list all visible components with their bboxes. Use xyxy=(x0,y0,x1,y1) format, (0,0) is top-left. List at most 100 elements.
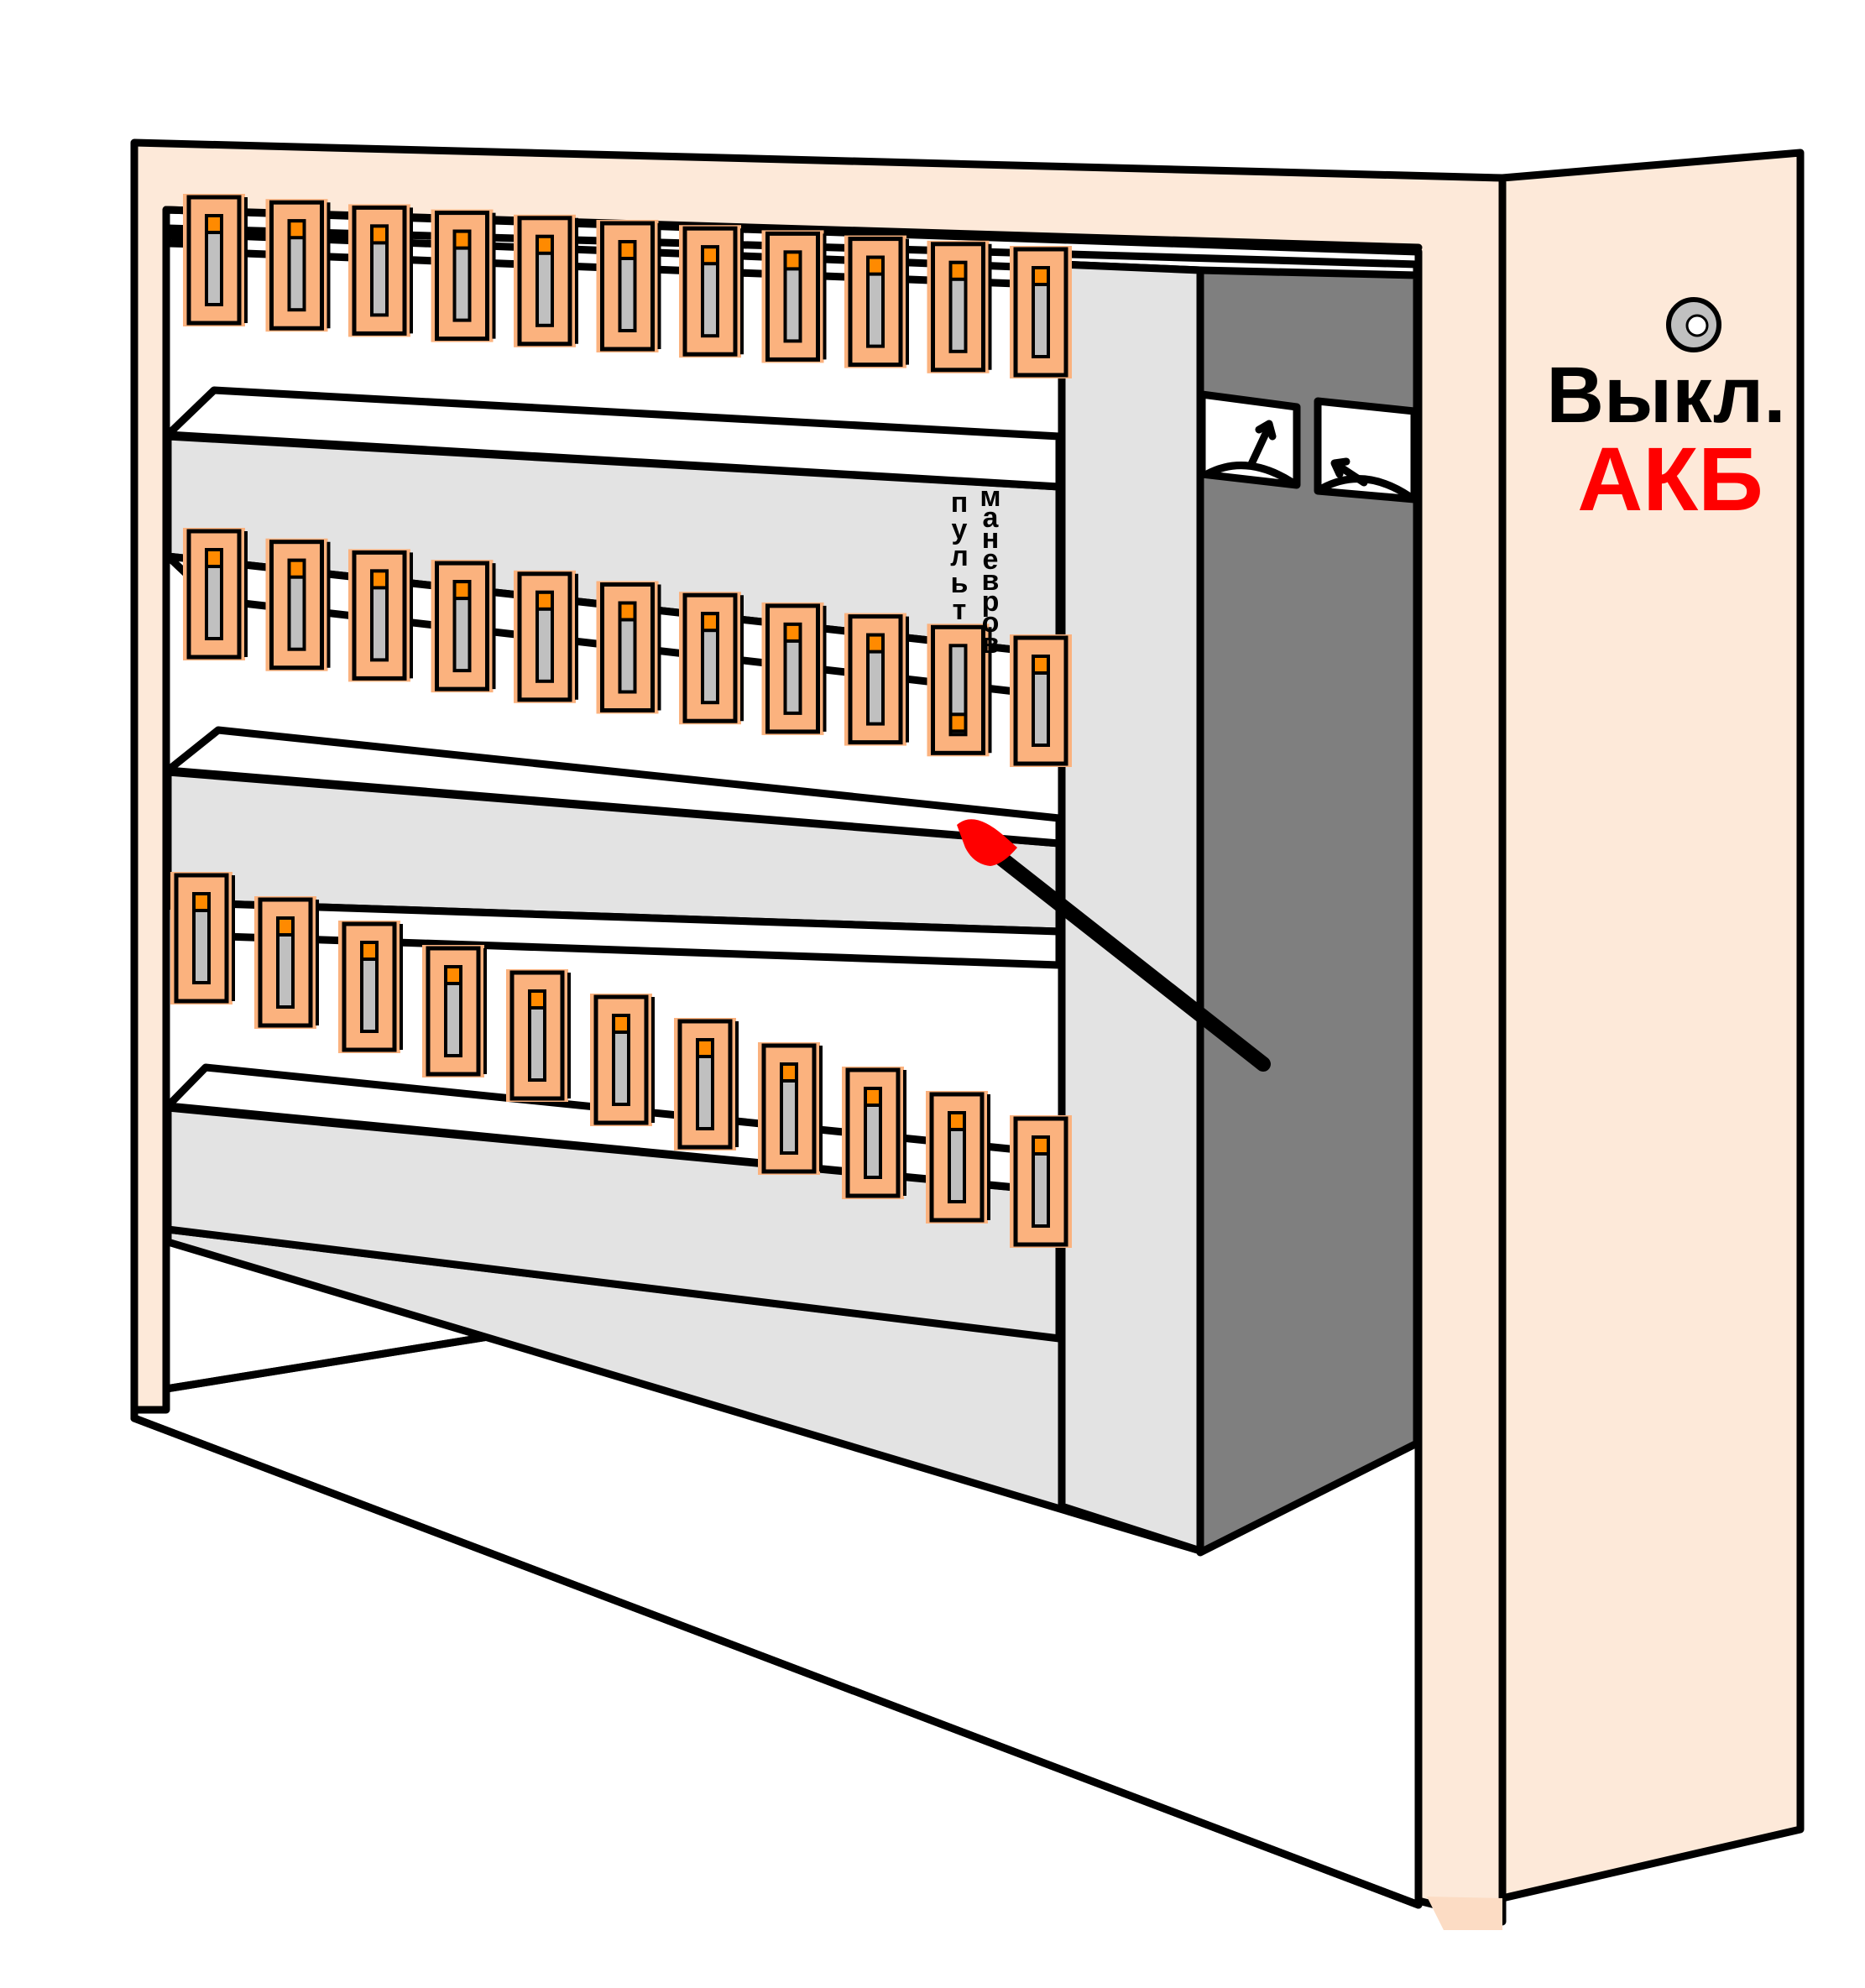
toggle-switch-icon[interactable] xyxy=(348,204,413,337)
console-label-char: в xyxy=(982,628,1000,660)
switch-frame xyxy=(186,529,242,660)
switch-frame xyxy=(929,1092,985,1223)
switch-frame xyxy=(352,550,407,681)
switch-frame xyxy=(761,1043,817,1174)
gauge-left xyxy=(1198,390,1301,489)
toggle-switch-icon[interactable] xyxy=(265,199,331,332)
pointer-stick-icon xyxy=(957,819,1271,1072)
console-label-char: м xyxy=(980,481,1000,513)
cabinet-side-panel xyxy=(1498,149,1805,1902)
console-label-char: н xyxy=(982,523,1000,555)
switch-frame xyxy=(1013,1116,1068,1247)
toggle-switch-icon[interactable] xyxy=(254,896,319,1029)
toggle-switch-icon[interactable] xyxy=(348,549,413,682)
switch-indicator xyxy=(192,892,211,912)
switch-indicator xyxy=(205,548,223,568)
switch-indicator xyxy=(948,260,968,281)
switch-indicator xyxy=(866,255,885,276)
switch-frame xyxy=(765,603,820,734)
switch-indicator xyxy=(612,1014,630,1034)
switch-indicator xyxy=(701,245,719,266)
switch-indicator xyxy=(864,1087,882,1107)
switch-indicator xyxy=(452,229,472,250)
switch-indicator xyxy=(287,558,306,579)
switch-indicator xyxy=(205,214,223,234)
toggle-switch-icon[interactable] xyxy=(431,560,496,693)
switch-frame xyxy=(269,540,324,670)
toggle-switch-icon[interactable] xyxy=(758,1042,823,1175)
console-label-char: т xyxy=(953,594,967,626)
switch-body xyxy=(948,644,968,737)
switch-indicator xyxy=(618,240,637,260)
toggle-switch-icon[interactable] xyxy=(761,602,827,735)
toggle-switch-icon[interactable] xyxy=(761,230,827,363)
gauge-right xyxy=(1314,397,1418,504)
front-panel-vertical-strip xyxy=(1058,260,1204,1555)
switch-rows xyxy=(170,194,1072,1248)
switch-frame xyxy=(1013,635,1068,766)
toggle-switch-icon[interactable] xyxy=(506,969,571,1102)
switch-indicator xyxy=(360,941,379,961)
switch-row-2 xyxy=(183,528,1072,767)
switch-indicator xyxy=(866,633,885,654)
switch-frame xyxy=(426,946,481,1077)
toggle-switch-icon[interactable] xyxy=(844,235,909,368)
switch-frame xyxy=(931,242,985,373)
toggle-switch-icon[interactable] xyxy=(1010,634,1072,767)
toggle-switch-icon[interactable] xyxy=(170,872,235,1004)
cabinet-side-bottom-shade xyxy=(1427,1897,1502,1930)
toggle-switch-icon[interactable] xyxy=(183,194,248,326)
toggle-switch-icon[interactable] xyxy=(679,592,744,725)
switch-frame xyxy=(677,1019,733,1150)
toggle-switch-icon[interactable] xyxy=(844,613,909,746)
console-label-char: а xyxy=(983,502,1000,534)
switch-indicator xyxy=(535,234,554,255)
switch-frame xyxy=(435,211,489,342)
console-label-char: п xyxy=(951,487,969,519)
toggle-switch-icon[interactable] xyxy=(596,581,661,714)
knob-inner xyxy=(1685,314,1709,337)
switch-indicator xyxy=(287,219,306,240)
toggle-switch-icon[interactable] xyxy=(183,528,248,660)
toggle-switch-icon[interactable] xyxy=(1010,246,1072,378)
toggle-switch-icon[interactable] xyxy=(338,921,403,1053)
switch-row-3 xyxy=(170,872,1072,1248)
toggle-switch-icon[interactable] xyxy=(514,214,578,347)
switch-frame xyxy=(931,624,985,755)
toggle-switch-icon[interactable] xyxy=(674,1018,739,1151)
switch-frame xyxy=(600,582,655,712)
toggle-switch-icon[interactable] xyxy=(590,994,655,1126)
switch-indicator xyxy=(696,1038,714,1058)
console-label-char: р xyxy=(982,586,1000,618)
pointer-stick-tip xyxy=(957,819,1017,866)
toggle-switch-icon[interactable] xyxy=(422,945,487,1077)
switch-frame xyxy=(1013,247,1068,378)
switch-frame xyxy=(186,195,242,326)
cabinet-floor-back-edge xyxy=(162,1330,508,1393)
switch-frame xyxy=(765,231,820,362)
toggle-switch-icon[interactable] xyxy=(596,220,661,352)
toggle-switch-icon[interactable] xyxy=(265,538,331,671)
switch-indicator xyxy=(370,224,389,245)
pointer-stick-shaft xyxy=(993,850,1271,1072)
ledge-row-1-bottom xyxy=(164,386,1063,491)
toggle-switch-icon[interactable] xyxy=(926,1091,990,1224)
battery-label: АКБ xyxy=(1577,428,1763,530)
ledge-row-2-bottom xyxy=(164,726,1063,848)
toggle-switch-icon[interactable] xyxy=(431,209,496,342)
toggle-switch-icon[interactable] xyxy=(514,570,578,703)
toggle-switch-icon[interactable] xyxy=(842,1067,906,1199)
switch-frame xyxy=(848,614,903,745)
console-label-char: у xyxy=(952,514,968,545)
toggle-switch-icon[interactable] xyxy=(927,624,992,757)
switch-frame xyxy=(342,921,397,1052)
battery-switch-knob-icon[interactable] xyxy=(1666,297,1721,352)
toggle-switch-icon[interactable] xyxy=(1010,1115,1072,1248)
switch-indicator xyxy=(783,622,802,643)
switch-indicator xyxy=(1032,1135,1050,1156)
toggle-switch-icon[interactable] xyxy=(927,240,992,373)
toggle-switch-icon[interactable] xyxy=(679,225,744,358)
